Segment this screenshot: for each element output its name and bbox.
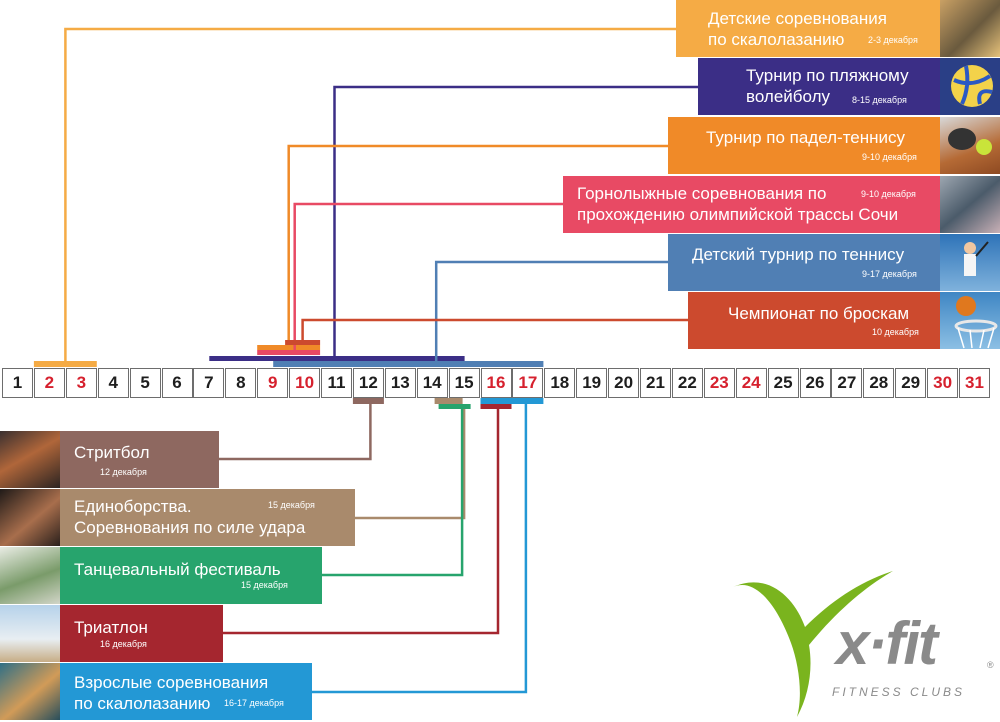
- event-kids-tennis[interactable]: Детский турнир по теннису 9-17 декабря: [668, 234, 940, 291]
- day-15: 15: [448, 368, 480, 398]
- event-title: Чемпионат по броскам: [728, 304, 910, 323]
- event-date: 16-17 декабря: [224, 698, 284, 708]
- connector-bottom-0: [219, 404, 372, 461]
- event-title: Единоборства. Соревнования по силе удара: [74, 497, 306, 537]
- event-date: 15 декабря: [241, 580, 288, 590]
- day-16: 16: [480, 368, 512, 398]
- event-title: Турнир по падел-теннису: [706, 128, 906, 147]
- range-bar-top-3: [257, 350, 321, 355]
- event-ski-sochi[interactable]: Горнолыжные соревнования по прохождению …: [563, 176, 940, 233]
- day-10: 10: [289, 368, 321, 398]
- event-adult-climbing[interactable]: Взрослые соревнования по скалолазанию 16…: [60, 663, 312, 720]
- event-title: Детский турнир по теннису: [692, 245, 905, 264]
- event-date: 9-10 декабря: [861, 189, 916, 199]
- day-9: 9: [257, 368, 289, 398]
- connector-bottom-1: [355, 404, 466, 520]
- event-title: Горнолыжные соревнования по прохождению …: [577, 184, 899, 224]
- climbing-kid-photo: [940, 0, 1000, 57]
- day-28: 28: [863, 368, 895, 398]
- boxing-photo: [0, 489, 60, 546]
- brand-name: x·fit: [836, 610, 938, 677]
- day-14: 14: [416, 368, 448, 398]
- event-kids-climbing[interactable]: Детские соревнования по скалолазанию 2-3…: [676, 0, 940, 57]
- day-19: 19: [576, 368, 608, 398]
- day-21: 21: [640, 368, 671, 398]
- connector-top-3: [293, 202, 563, 350]
- event-date: 12 декабря: [100, 467, 147, 477]
- event-martial-arts[interactable]: Единоборства. Соревнования по силе удара…: [60, 489, 355, 546]
- day-8: 8: [225, 368, 257, 398]
- day-3: 3: [65, 368, 97, 398]
- volleyball-photo: [940, 58, 1000, 115]
- day-18: 18: [544, 368, 576, 398]
- dance-photo: [0, 547, 60, 604]
- day-13: 13: [384, 368, 416, 398]
- day-17: 17: [512, 368, 544, 398]
- day-23: 23: [703, 368, 735, 398]
- event-beach-volleyball[interactable]: Турнир по пляжному волейболу 8-15 декабр…: [698, 58, 940, 115]
- event-title: Турнир по пляжному волейболу: [746, 66, 909, 106]
- event-title: Триатлон: [74, 618, 148, 637]
- event-date: 9-10 декабря: [862, 152, 917, 162]
- streetball-photo: [0, 431, 60, 488]
- day-2: 2: [33, 368, 65, 398]
- tennis-photo: [940, 234, 1000, 291]
- event-title: Танцевальный фестиваль: [74, 560, 281, 579]
- range-bar-top-4: [273, 361, 544, 367]
- range-bar-bottom-2: [438, 404, 471, 409]
- xfit-logo-icon: [733, 571, 893, 717]
- triathlon-photo: [0, 605, 60, 662]
- ski-photo: [940, 176, 1000, 233]
- range-bar-top-5: [285, 340, 321, 345]
- event-date: 2-3 декабря: [868, 35, 918, 45]
- event-padel-tennis[interactable]: Турнир по падел-теннису 9-10 декабря: [668, 117, 940, 174]
- connector-top-4: [434, 260, 668, 361]
- day-4: 4: [97, 368, 129, 398]
- day-20: 20: [608, 368, 640, 398]
- event-date: 15 декабря: [268, 500, 315, 510]
- range-bar-bottom-1: [434, 398, 463, 404]
- range-bar-bottom-4: [480, 398, 544, 404]
- day-31: 31: [959, 368, 990, 398]
- event-title: Взрослые соревнования по скалолазанию: [74, 673, 269, 713]
- day-24: 24: [735, 368, 767, 398]
- day-12: 12: [352, 368, 384, 398]
- day-29: 29: [895, 368, 927, 398]
- connector-top-5: [301, 318, 688, 340]
- event-date: 9-17 декабря: [862, 269, 917, 279]
- event-streetball[interactable]: Стритбол 12 декабря: [60, 431, 219, 488]
- day-22: 22: [671, 368, 703, 398]
- event-date: 16 декабря: [100, 639, 147, 649]
- brand-tagline: FITNESS CLUBS: [832, 685, 966, 699]
- range-bar-bottom-3: [480, 404, 512, 409]
- event-date: 10 декабря: [872, 327, 919, 337]
- day-30: 30: [927, 368, 959, 398]
- day-1: 1: [2, 368, 33, 398]
- event-dance-festival[interactable]: Танцевальный фестиваль 15 декабря: [60, 547, 322, 604]
- event-throws-championship[interactable]: Чемпионат по броскам 10 декабря: [688, 292, 940, 349]
- day-11: 11: [321, 368, 352, 398]
- event-title: Детские соревнования по скалолазанию: [708, 9, 887, 49]
- event-title: Стритбол: [74, 443, 150, 462]
- day-26: 26: [799, 368, 831, 398]
- day-5: 5: [129, 368, 161, 398]
- day-6: 6: [161, 368, 193, 398]
- registered-mark: ®: [987, 660, 994, 670]
- day-7: 7: [193, 368, 225, 398]
- day-27: 27: [831, 368, 863, 398]
- event-triathlon[interactable]: Триатлон 16 декабря: [60, 605, 223, 662]
- day-25: 25: [767, 368, 799, 398]
- climbing-adult-photo: [0, 663, 60, 720]
- basketball-photo: [940, 292, 1000, 349]
- padel-photo: [940, 117, 1000, 174]
- connector-bottom-4: [312, 404, 528, 694]
- range-bar-bottom-0: [352, 398, 384, 404]
- range-bar-top-0: [33, 361, 97, 367]
- range-bar-top-1: [209, 356, 465, 361]
- event-date: 8-15 декабря: [852, 95, 907, 105]
- range-bar-top-2: [257, 345, 321, 350]
